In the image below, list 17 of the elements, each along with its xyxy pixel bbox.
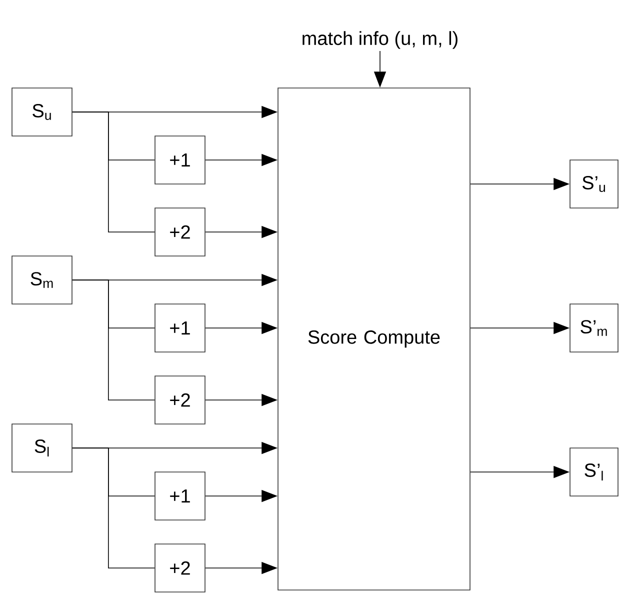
increment-box: +2	[154, 544, 206, 592]
input-label: match info (u, m, l)	[302, 31, 458, 49]
source-box: S$_{l}$	[12, 424, 72, 472]
branch-line	[72, 448, 155, 568]
source-box: S$_{m}$	[12, 256, 72, 304]
output-box: S’$_{l}$	[570, 448, 618, 496]
increment-box: +2	[154, 208, 206, 256]
source-box: S$_{u}$	[12, 88, 72, 136]
increment-box: +1	[154, 304, 206, 352]
branch-line	[72, 280, 155, 400]
increment-box: +1	[154, 472, 206, 520]
output-box: S’$_{u}$	[570, 160, 618, 208]
process-box: Score Compute	[278, 88, 470, 590]
output-box: S’$_{m}$	[570, 304, 618, 352]
increment-box: +2	[154, 376, 206, 424]
branch-line	[72, 112, 155, 232]
increment-box: +1	[154, 136, 206, 184]
